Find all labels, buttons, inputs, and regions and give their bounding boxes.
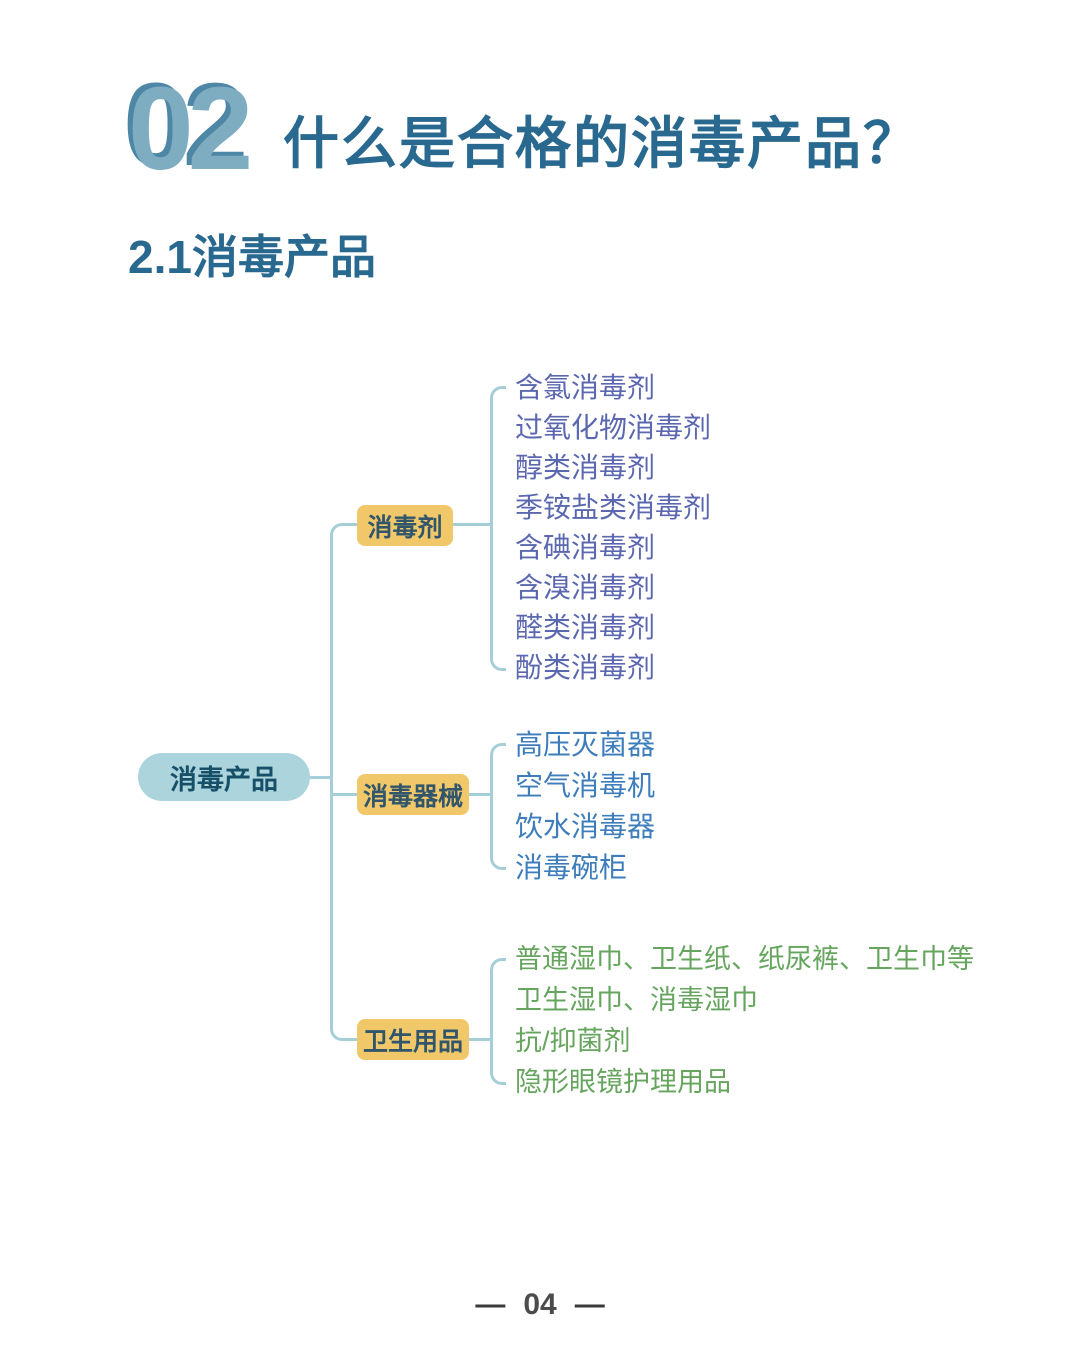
connector-spine-to-branch-2 [330, 793, 357, 796]
leaf-item: 饮水消毒器 [515, 811, 656, 842]
leaf-list-devices: 高压灭菌器 空气消毒机 饮水消毒器 消毒碗柜 [515, 724, 655, 888]
leaf-item: 含溴消毒剂 [515, 572, 656, 603]
leaf-bracket-3 [490, 958, 506, 1085]
branch-node-label: 消毒器械 [362, 782, 463, 811]
root-node-label: 消毒产品 [170, 764, 278, 795]
footer-right-dash: — [574, 1288, 605, 1321]
leaf-item: 含氯消毒剂 [515, 372, 656, 403]
footer-left-dash: — [475, 1288, 506, 1321]
page-number: 04 [523, 1288, 557, 1321]
leaf-list-hygiene-products: 普通湿巾、卫生纸、纸尿裤、卫生巾等 卫生湿巾、消毒湿巾 抗/抑菌剂 隐形眼镜护理… [515, 939, 974, 1103]
branch-node-devices: 消毒器械 [357, 774, 469, 815]
page-title: 什么是合格的消毒产品？ [283, 112, 921, 175]
leaf-bracket-1 [490, 386, 506, 671]
connector-branch-2-to-leaves [469, 793, 490, 796]
leaf-item: 过氧化物消毒剂 [515, 412, 712, 443]
leaf-item: 普通湿巾、卫生纸、纸尿裤、卫生巾等 [515, 944, 974, 974]
root-node-disinfection-products: 消毒产品 [138, 753, 310, 801]
leaf-item: 醇类消毒剂 [515, 452, 656, 483]
page-footer: — 04 — [0, 1288, 1080, 1322]
leaf-item: 空气消毒机 [515, 770, 656, 801]
leaf-item: 消毒碗柜 [515, 852, 628, 883]
branch-node-label: 消毒剂 [367, 513, 443, 542]
connector-root-to-spine [306, 776, 332, 779]
section-number: 02 [128, 63, 253, 195]
leaf-item: 醛类消毒剂 [515, 612, 656, 643]
leaf-item: 酚类消毒剂 [515, 652, 656, 683]
section-subtitle: 2.1消毒产品 [128, 231, 376, 283]
leaf-item: 高压灭菌器 [515, 729, 656, 760]
branch-node-disinfectants: 消毒剂 [357, 505, 453, 546]
spine-bracket [330, 523, 357, 1041]
leaf-item: 季铵盐类消毒剂 [515, 492, 712, 523]
leaf-list-disinfectants: 含氯消毒剂 过氧化物消毒剂 醇类消毒剂 季铵盐类消毒剂 含碘消毒剂 含溴消毒剂 … [515, 368, 711, 688]
branch-node-label: 卫生用品 [362, 1027, 463, 1056]
leaf-item: 抗/抑菌剂 [515, 1026, 631, 1056]
leaf-item: 卫生湿巾、消毒湿巾 [515, 985, 758, 1015]
connector-branch-3-to-leaves [469, 1038, 490, 1041]
connector-branch-1-to-leaves [453, 523, 490, 526]
branch-node-hygiene-products: 卫生用品 [357, 1019, 469, 1060]
leaf-item: 隐形眼镜护理用品 [515, 1067, 731, 1097]
leaf-bracket-2 [490, 743, 506, 870]
leaf-item: 含碘消毒剂 [515, 532, 656, 563]
